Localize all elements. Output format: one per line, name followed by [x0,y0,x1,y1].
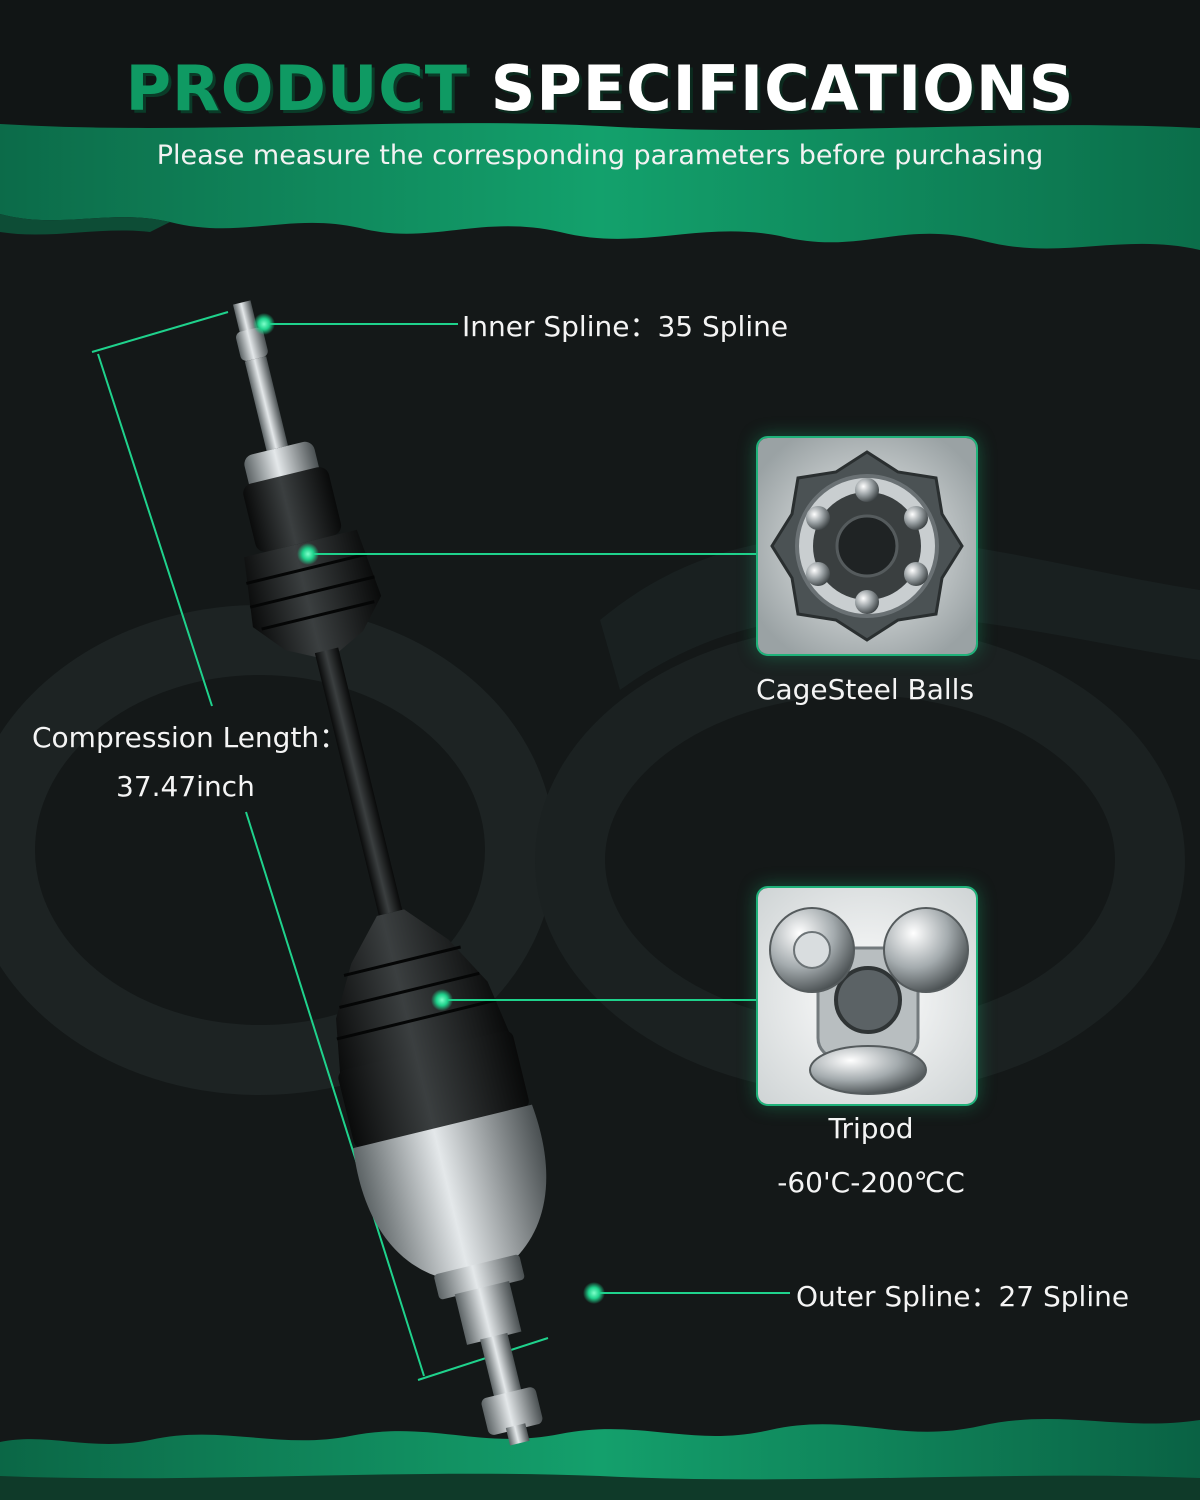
compression-length-value: 37.47inch [116,770,255,803]
subtitle: Please measure the corresponding paramet… [156,140,1044,171]
tripod-label: Tripod [828,1112,914,1145]
tripod-joint-image [756,886,978,1106]
temperature-range-label: -60'C-200℃C [777,1166,965,1199]
cage-steel-balls-image [756,436,978,656]
title-part2: SPECIFICATIONS [490,52,1075,125]
inner-spline-label: Inner Spline：35 Spline [462,310,789,343]
outer-spline-label: Outer Spline：27 Spline [796,1280,1130,1313]
compression-length-label: Compression Length： [32,721,348,754]
title-part1: PRODUCT [125,52,469,125]
compression-length-bracket [91,311,549,1381]
axle-body [232,300,547,1446]
glow-dot [431,989,453,1011]
glow-dot [583,1282,605,1304]
glow-dot [253,313,275,335]
glow-dot [297,543,319,565]
cage-steel-balls-label: CageSteel Balls [755,673,975,706]
page-title: PRODUCT SPECIFICATIONS [0,52,1200,125]
